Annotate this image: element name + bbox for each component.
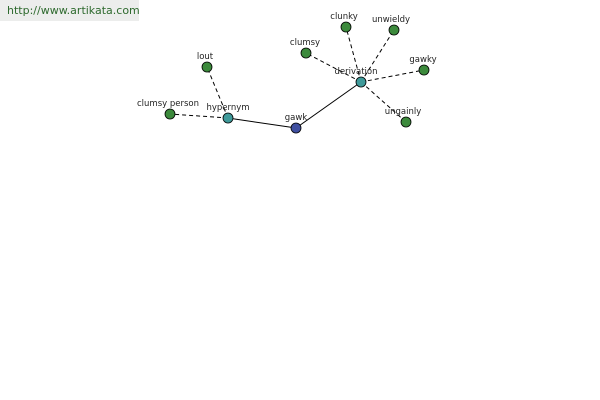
node-lout[interactable] <box>201 61 213 73</box>
node-gawk[interactable] <box>290 122 302 134</box>
node-clunky[interactable] <box>340 21 352 33</box>
node-label-derivation: derivation <box>334 67 377 77</box>
node-label-ungainly: ungainly <box>385 107 422 117</box>
edge-gawk-derivation <box>295 81 362 129</box>
node-clumsy-person[interactable] <box>164 108 176 120</box>
edge-derivation-gawky <box>360 69 425 83</box>
node-gawky[interactable] <box>418 64 430 76</box>
node-label-clumsy-person: clumsy person <box>137 99 199 109</box>
node-label-unwieldy: unwieldy <box>372 15 410 25</box>
node-ungainly[interactable] <box>400 116 412 128</box>
node-label-gawky: gawky <box>409 55 436 65</box>
edge-gawk-hypernym <box>227 117 297 129</box>
node-label-gawk: gawk <box>285 113 308 123</box>
node-clumsy[interactable] <box>300 47 312 59</box>
edges-layer <box>169 26 425 129</box>
edge-derivation-clumsy <box>305 52 362 83</box>
node-label-lout: lout <box>197 52 214 62</box>
nodes-layer <box>164 21 430 134</box>
node-hypernym[interactable] <box>222 112 234 124</box>
node-label-hypernym: hypernym <box>206 103 249 113</box>
node-unwieldy[interactable] <box>388 24 400 36</box>
edge-hypernym-lout <box>206 66 229 119</box>
edge-derivation-clunky <box>345 26 362 83</box>
node-label-clunky: clunky <box>330 12 357 22</box>
node-label-clumsy: clumsy <box>290 38 320 48</box>
node-derivation[interactable] <box>355 76 367 88</box>
edge-hypernym-clumsy-person <box>169 113 229 119</box>
labels-layer: gawk hypernym derivation lout clumsy person c… <box>137 12 437 123</box>
edge-derivation-ungainly <box>360 81 407 123</box>
source-link[interactable]: http://www.artikata.com <box>0 0 140 21</box>
edge-derivation-unwieldy <box>360 29 395 83</box>
